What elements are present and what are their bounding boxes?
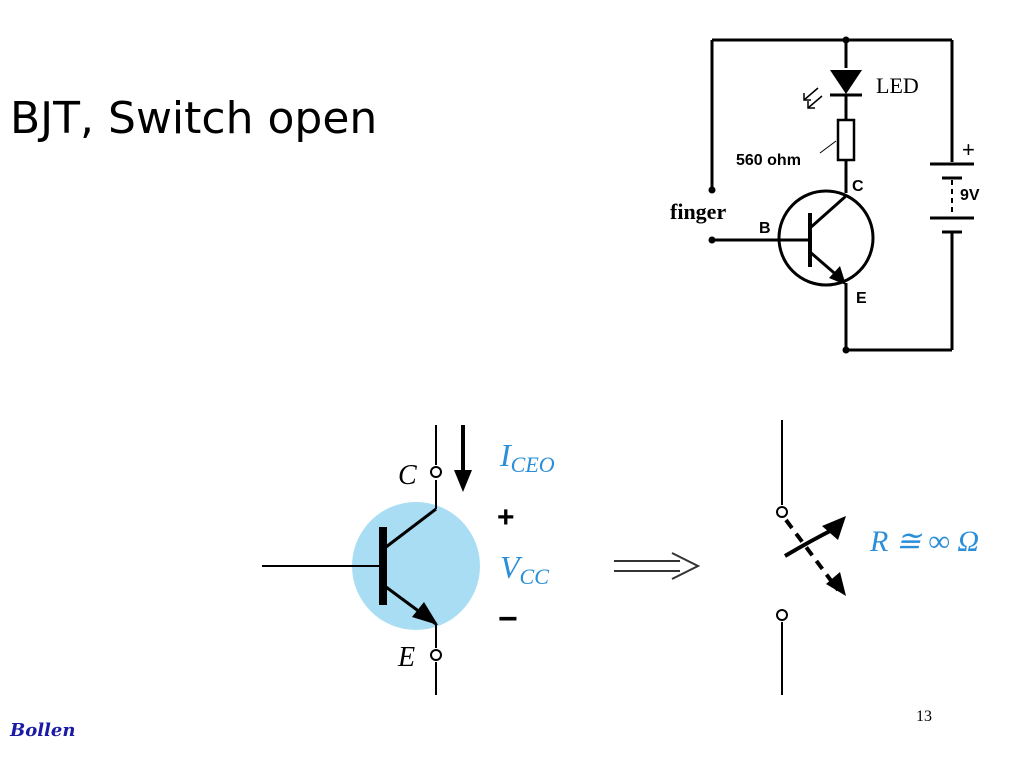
emitter-arrow-icon — [412, 602, 438, 625]
battery-plus-label: + — [962, 137, 975, 162]
model-emitter-label: E — [397, 642, 415, 673]
resistance-label: R ≅ ∞ Ω — [869, 525, 979, 558]
resistor-leader-line — [819, 140, 837, 154]
open-switch-icon — [776, 420, 840, 695]
emitter-label: E — [856, 290, 867, 307]
led-label: LED — [876, 73, 919, 98]
vcc-minus-label: − — [498, 600, 518, 638]
led-icon — [803, 70, 862, 109]
junction-dot — [842, 36, 850, 44]
equivalence-arrow-icon — [614, 552, 701, 580]
resistor-label: 560 ohm — [736, 152, 801, 169]
switch-curve-arrow-icon — [822, 516, 846, 540]
vcc-plus-label: + — [497, 501, 515, 534]
collector-label: C — [852, 178, 864, 195]
resistor-icon — [836, 118, 856, 162]
finger-contact-dot — [708, 186, 716, 194]
current-arrow-icon — [454, 425, 472, 492]
battery-icon — [930, 162, 974, 234]
slide-title: BJT, Switch open — [10, 93, 378, 144]
author-label: Bollen — [10, 720, 76, 741]
switch-arrow-icon — [826, 572, 846, 596]
model-collector-label: C — [398, 460, 417, 491]
npn-transistor-icon — [712, 189, 875, 287]
battery-voltage-label: 9V — [960, 187, 980, 204]
iceo-label: ICEO — [499, 437, 555, 477]
led-circuit — [710, 38, 954, 352]
junction-dot — [842, 346, 850, 354]
page-number: 13 — [916, 708, 932, 725]
finger-label: finger — [670, 199, 726, 224]
emitter-arrow-icon — [829, 266, 846, 285]
base-label: B — [759, 220, 771, 237]
vcc-label: VCC — [500, 549, 549, 589]
